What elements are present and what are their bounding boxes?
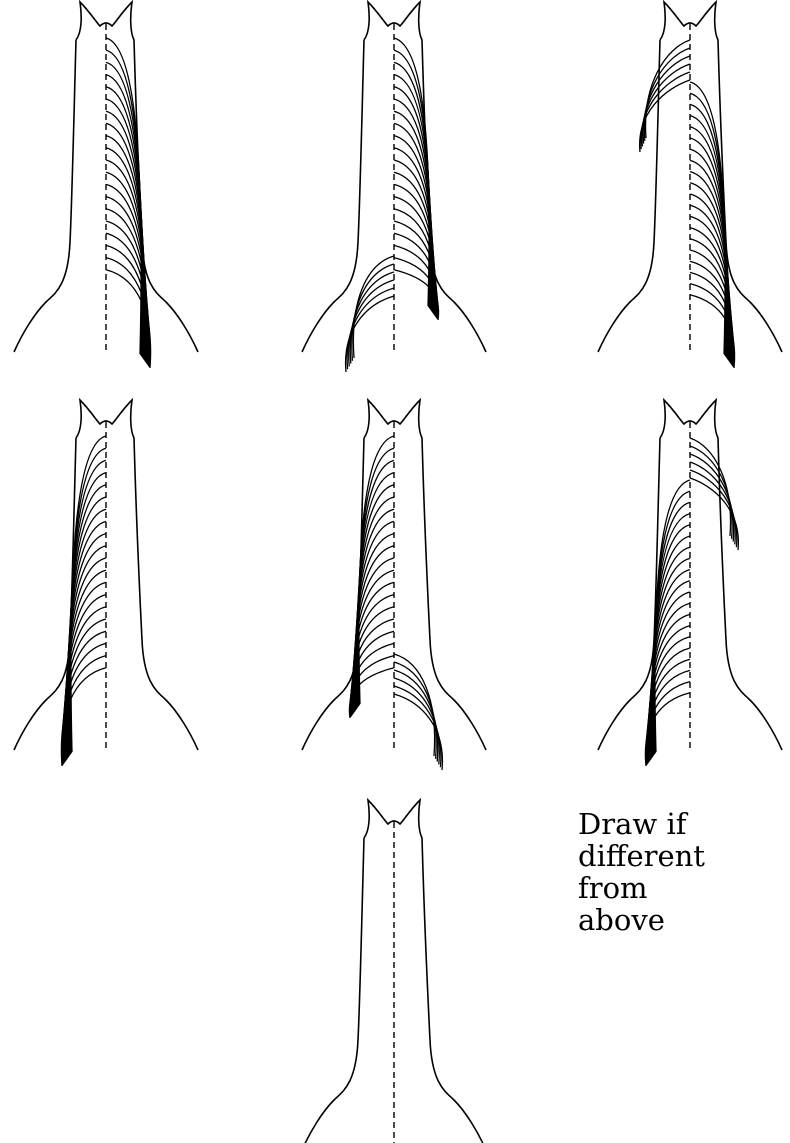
mane-strand [394,678,439,764]
mane-right-upper [394,38,439,320]
mane-strand [394,654,435,756]
neck-panel-left-full [14,400,198,766]
mane-right-full [106,38,151,368]
prompt-line-3: from [578,872,778,904]
neck-panel-left-split [302,400,486,770]
neck-panel-right-full [14,2,198,368]
neck-panel-right-split [302,2,486,372]
neck-outline [302,800,486,1143]
mane-strand [69,473,106,755]
neck-panel-right-forelock [598,2,782,368]
mane-left-full [61,436,106,766]
neck-panel-blank [302,800,486,1143]
mane-strand [642,64,690,146]
mane-strand [641,72,690,149]
mane-strand [640,80,690,152]
neck-panel-left-forelock [598,400,782,766]
draw-if-different-prompt: Draw if different from above [578,808,778,936]
mane-right-forelock [690,438,738,550]
mane-left-upper [349,436,394,718]
mane-right-from-mid [690,82,735,368]
mane-strand [349,280,394,366]
prompt-line-4: above [578,904,778,936]
mane-strand [690,446,732,539]
mane-left-forelock [640,40,690,152]
mane-strand [353,256,394,358]
mane-left-from-mid [645,480,690,766]
prompt-line-1: Draw if [578,808,778,840]
prompt-line-2: different [578,840,778,872]
